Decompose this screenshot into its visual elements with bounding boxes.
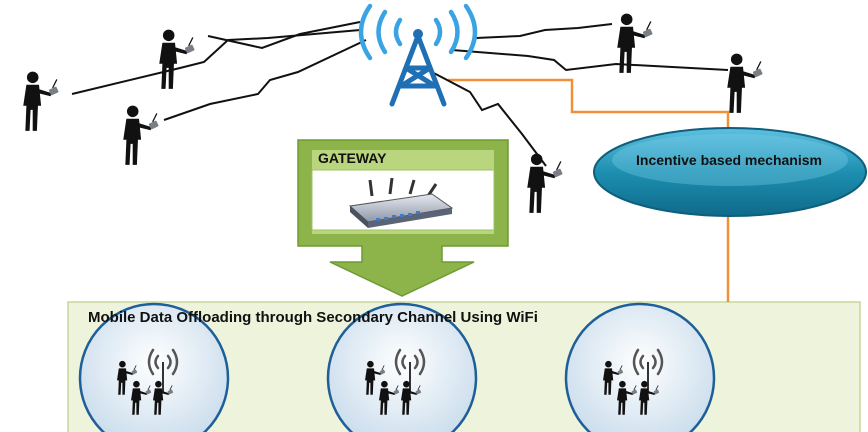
cell-tower	[358, 3, 478, 107]
link-user-6	[427, 69, 547, 167]
person-icon	[122, 104, 160, 166]
wifi-signal-icon	[394, 348, 426, 376]
gateway-block	[297, 139, 509, 297]
incentive-ellipse	[593, 127, 867, 217]
person-icon	[22, 70, 60, 132]
person-icon	[616, 12, 654, 74]
wifi-signal-icon	[147, 348, 179, 376]
link-user-1	[207, 21, 361, 50]
wifi-signal-icon	[632, 348, 664, 376]
wifi-hotspot-1	[78, 302, 230, 432]
link-user-5	[451, 49, 729, 72]
signal-links	[71, 21, 729, 167]
tower-tip	[413, 29, 423, 39]
link-user-2	[71, 29, 361, 95]
person-icon	[726, 52, 764, 114]
tower-icon	[389, 33, 447, 107]
wifi-hotspot-3	[564, 302, 716, 432]
wifi-hotspot-2	[326, 302, 478, 432]
person-icon	[526, 152, 564, 214]
tower-to-incentive-connector	[448, 78, 730, 128]
link-user-3	[163, 39, 367, 121]
gateway-label: GATEWAY	[318, 150, 387, 166]
offload-region-title: Mobile Data Offloading through Secondary…	[88, 309, 538, 326]
signal-waves-icon	[358, 3, 478, 61]
orange-connectors	[448, 78, 730, 302]
incentive-ellipse-highlight	[612, 134, 848, 186]
link-user-4	[475, 23, 613, 39]
person-icon	[158, 28, 196, 90]
wifi-hotspots	[78, 302, 716, 432]
incentive-label: Incentive based mechanism	[636, 152, 822, 168]
router-icon	[348, 177, 454, 228]
